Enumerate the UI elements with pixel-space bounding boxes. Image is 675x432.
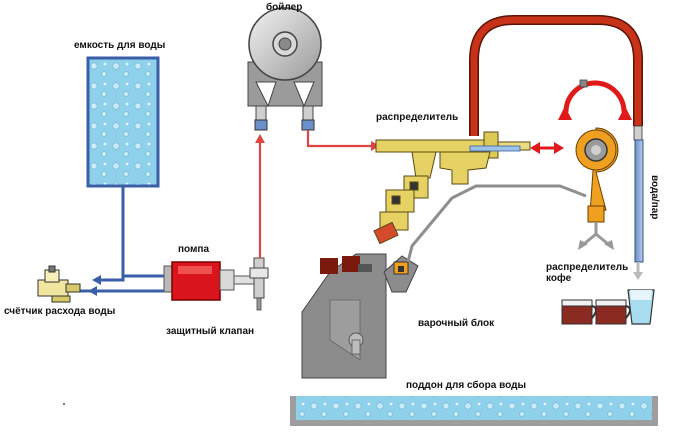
coffee-outlet-arrowheads xyxy=(578,240,614,250)
water-tank xyxy=(86,56,160,188)
label-water-tank: емкость для воды xyxy=(74,40,166,51)
rotation-link-arrow xyxy=(530,142,564,154)
label-safety-valve: защитный клапан xyxy=(166,326,255,337)
coffee-distributor xyxy=(558,79,632,223)
water-line-arrows xyxy=(88,275,101,296)
label-water-steam: вода/пар xyxy=(649,175,660,220)
boiler xyxy=(247,7,323,131)
label-brew-unit: варочный блок xyxy=(418,318,495,329)
water-supply-lines xyxy=(80,186,170,293)
label-coffee-distributor-line2: кофе xyxy=(546,273,572,284)
hot-water-lines xyxy=(258,130,372,258)
flow-meter xyxy=(37,265,81,303)
distributor-nozzle xyxy=(469,145,521,152)
coffee-outlet-arrows xyxy=(583,222,609,246)
drip-tray xyxy=(290,396,658,426)
pump xyxy=(163,261,257,301)
coffee-delivery-line xyxy=(406,184,587,263)
label-distributor: распределитель xyxy=(376,112,459,123)
label-flow-meter: счётчик расхода воды xyxy=(4,306,116,317)
label-boiler: бойлер xyxy=(266,2,303,13)
water-steam-hose xyxy=(469,15,643,136)
stray-dot xyxy=(63,403,65,405)
water-steam-tube xyxy=(633,125,644,263)
label-drip-tray: поддон для сбора воды xyxy=(406,380,526,391)
coffee-cups xyxy=(561,299,631,325)
water-glass xyxy=(627,289,655,325)
brew-unit xyxy=(301,253,419,379)
label-coffee-distributor-line1: распределитель xyxy=(546,262,629,273)
steam-down-arrow xyxy=(633,262,643,280)
hot-line-arrows xyxy=(255,134,380,151)
label-pump: помпа xyxy=(178,244,210,255)
